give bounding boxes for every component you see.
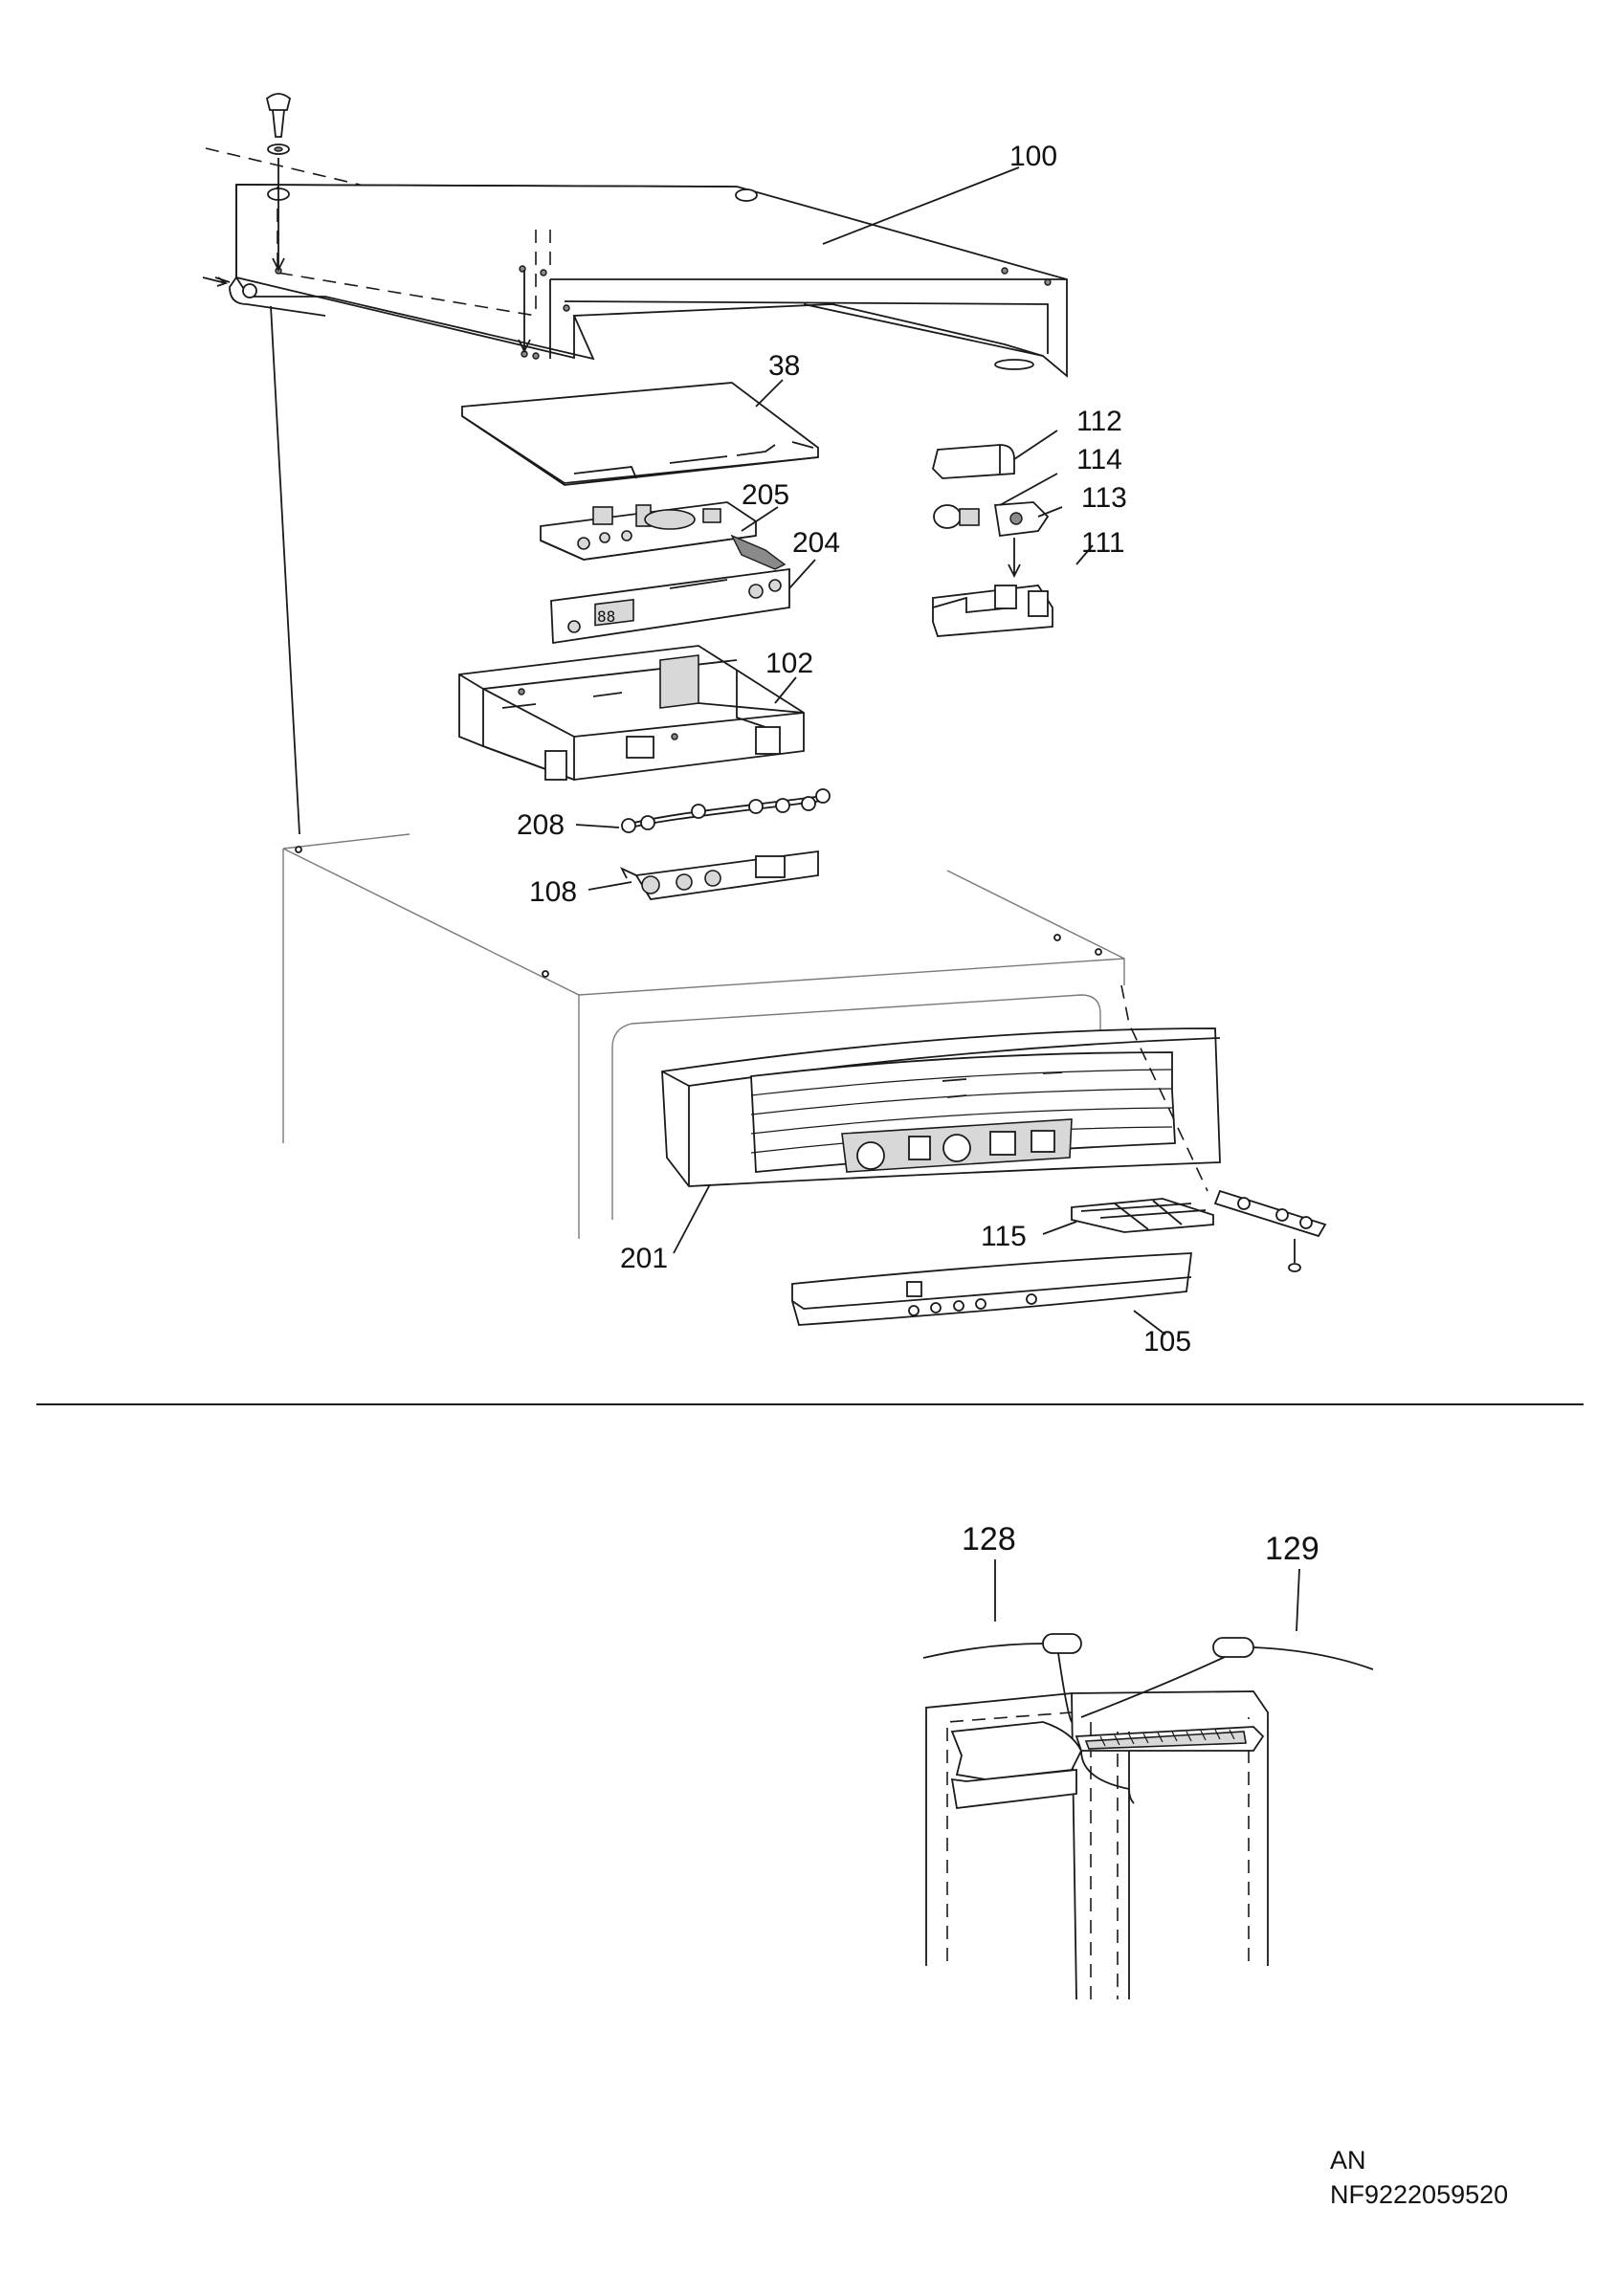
lamp-bulb-part xyxy=(933,504,980,529)
callout-102: 102 xyxy=(765,648,813,679)
callout-205: 205 xyxy=(742,479,789,511)
callout-114: 114 xyxy=(1076,444,1122,475)
callout-129: 129 xyxy=(1265,1531,1319,1567)
display-digits: 88 xyxy=(597,607,615,626)
cable-harness-part xyxy=(621,788,831,833)
callout-113: 113 xyxy=(1081,482,1127,514)
bracket-part xyxy=(620,850,819,900)
callout-208: 208 xyxy=(517,809,565,841)
callout-108: 108 xyxy=(529,876,577,908)
sensor-128-part xyxy=(922,1633,1082,1723)
trim-strip-part xyxy=(791,1252,1193,1326)
sensor-129-part xyxy=(1080,1637,1374,1718)
hinge-bracket-part xyxy=(1213,1189,1327,1272)
callout-38: 38 xyxy=(768,350,800,382)
lamp-holder-part xyxy=(993,501,1050,538)
code-line-2: NF9222059520 xyxy=(1330,2180,1509,2209)
callout-112: 112 xyxy=(1076,406,1122,437)
callout-105: 105 xyxy=(1143,1326,1191,1358)
callout-128: 128 xyxy=(962,1521,1016,1557)
lamp-socket-part xyxy=(932,585,1053,637)
filter-insert-part xyxy=(1071,1198,1214,1233)
interior-outline xyxy=(925,1690,1269,2000)
lamp-cover-part xyxy=(932,444,1015,479)
control-panel-part xyxy=(661,1027,1221,1187)
control-housing-part xyxy=(458,645,805,782)
circuit-board-part xyxy=(540,501,787,570)
cabinet-outline xyxy=(282,833,1125,1239)
cover-plate-part xyxy=(461,382,819,486)
callout-201: 201 xyxy=(620,1243,668,1274)
display-board-part: 88 xyxy=(550,567,790,645)
document-code: AN NF9222059520 xyxy=(1330,2143,1508,2212)
callout-204: 204 xyxy=(792,527,840,559)
top-cover-part xyxy=(202,147,1068,378)
callout-100: 100 xyxy=(1009,141,1057,172)
callout-115: 115 xyxy=(981,1221,1027,1252)
screw-icon xyxy=(265,93,292,155)
code-line-1: AN xyxy=(1330,2146,1366,2175)
callout-111: 111 xyxy=(1081,527,1125,559)
